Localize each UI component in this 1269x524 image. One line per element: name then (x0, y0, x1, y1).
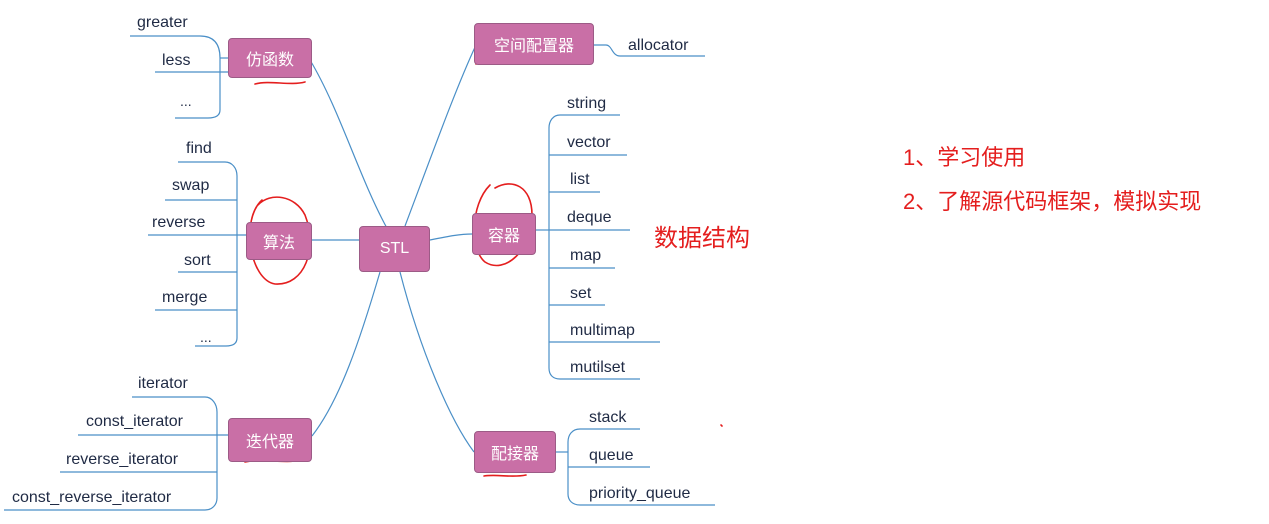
node-label: 迭代器 (245, 434, 294, 451)
leaf-vector: vector (567, 134, 611, 151)
leaf-allocator: allocator (628, 37, 689, 54)
center-label: STL (379, 240, 410, 257)
leaf-map: map (570, 247, 602, 264)
leaf-sort: sort (184, 252, 211, 269)
node-functor: 仿函数 (228, 38, 312, 78)
leaf-less: less (162, 52, 191, 69)
node-iterator: 迭代器 (228, 418, 312, 462)
leaf-deque: deque (567, 209, 612, 226)
node-label: 算法 (262, 235, 295, 252)
node-label: 仿函数 (245, 52, 294, 69)
annotation-data-structures: 数据结构 (654, 225, 750, 252)
leaf-string: string (567, 95, 607, 112)
leaf-multimap: multimap (570, 322, 635, 339)
node-container: 容器 (472, 213, 536, 255)
node-label: 空间配置器 (493, 38, 574, 55)
leaf-reverse-iterator: reverse_iterator (66, 451, 179, 468)
leaf-find: find (186, 140, 212, 157)
leaf-algorithm-ellipsis: ... (200, 329, 212, 345)
leaf-functor-ellipsis: ... (180, 93, 192, 109)
leaf-merge: merge (162, 289, 208, 306)
leaf-set: set (570, 285, 592, 302)
leaf-reverse: reverse (152, 214, 206, 231)
node-allocator: 空间配置器 (474, 23, 594, 65)
center-node-stl: STL (359, 226, 430, 272)
leaf-queue: queue (589, 447, 634, 464)
node-algorithm: 算法 (246, 222, 312, 260)
node-label: 配接器 (490, 446, 539, 463)
leaf-iterator: iterator (138, 375, 188, 392)
leaf-stack: stack (589, 409, 627, 426)
node-label: 容器 (487, 228, 520, 245)
note-source-framework: 2、了解源代码框架，模拟实现 (903, 189, 1202, 214)
leaf-swap: swap (172, 177, 210, 194)
leaf-const-reverse-iterator: const_reverse_iterator (12, 489, 172, 506)
leaf-mutilset: mutilset (570, 359, 626, 376)
leaf-priority-queue: priority_queue (589, 485, 691, 502)
leaf-list: list (570, 171, 590, 188)
node-adapter: 配接器 (474, 431, 556, 473)
note-learn-usage: 1、学习使用 (903, 145, 1026, 170)
leaf-const-iterator: const_iterator (86, 413, 183, 430)
leaf-greater: greater (137, 14, 188, 31)
